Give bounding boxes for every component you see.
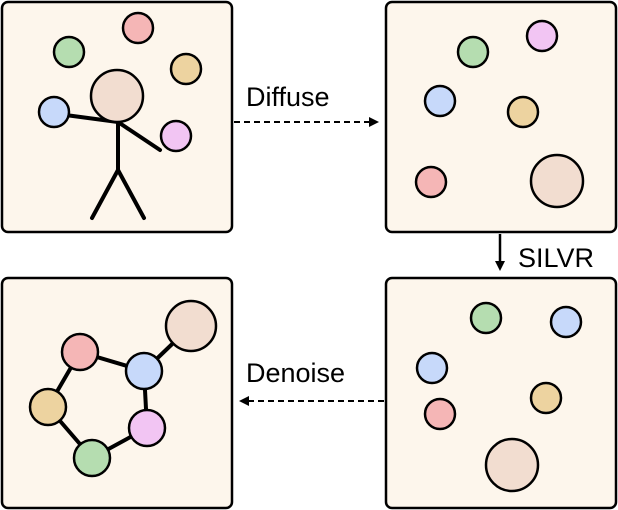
atom-red — [414, 165, 448, 199]
panel-silvr-output — [384, 276, 618, 510]
atom-pink — [127, 408, 167, 448]
atom-blue — [423, 84, 457, 118]
atom-large — [484, 437, 540, 493]
atom-pink — [525, 19, 559, 53]
atom-orange — [506, 95, 540, 129]
silvr-label: SILVR — [518, 243, 594, 273]
atom-green — [72, 438, 112, 478]
atom-orange — [28, 387, 68, 427]
atom-large — [164, 299, 218, 353]
diffuse-label: Diffuse — [246, 82, 330, 112]
atom-orange — [169, 52, 203, 86]
atom-red — [121, 11, 155, 45]
atom-green — [456, 35, 490, 69]
head-atom — [89, 68, 145, 124]
atom-blue — [124, 351, 164, 391]
panel-denoised-molecule — [0, 276, 234, 510]
diffuse-arrow: Diffuse — [234, 82, 379, 127]
atom-red — [60, 332, 100, 372]
atom-blue — [415, 351, 449, 385]
silvr-arrow: SILVR — [495, 234, 594, 273]
atom-red — [423, 397, 457, 431]
atom-pink — [159, 119, 193, 153]
atom-green — [469, 301, 503, 335]
atom-green — [52, 35, 86, 69]
denoise-arrow: Denoise — [239, 358, 384, 406]
denoise-label: Denoise — [246, 358, 345, 388]
panel-molecule-figure — [0, 0, 234, 234]
atom-orange — [529, 381, 563, 415]
atom-large — [529, 153, 585, 209]
atom-blue — [549, 305, 583, 339]
atom-blue — [37, 95, 71, 129]
panel-diffused — [384, 0, 618, 234]
